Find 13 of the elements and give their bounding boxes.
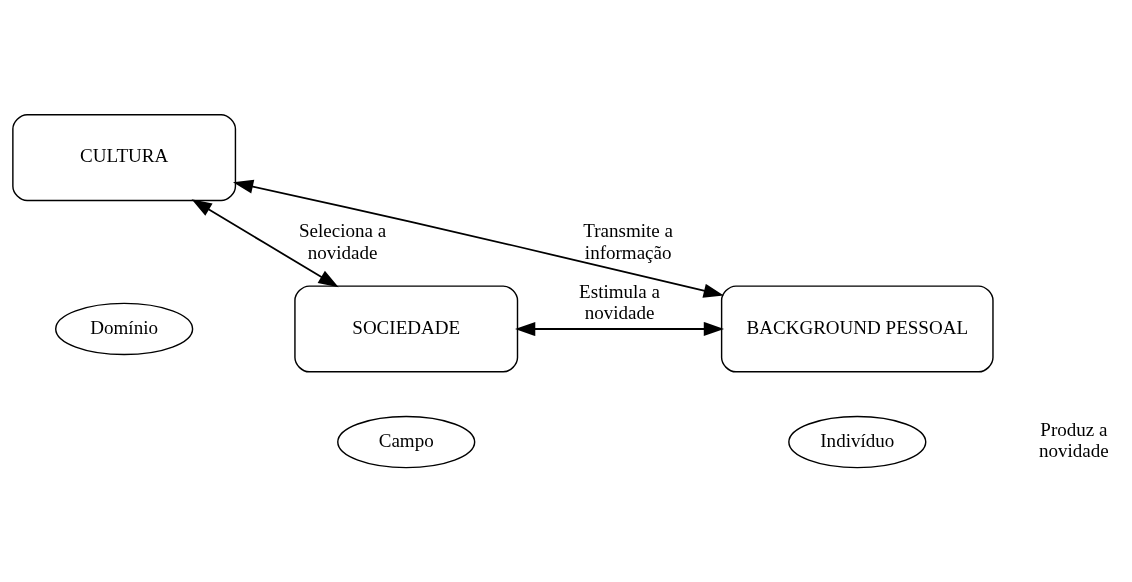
arrow — [191, 198, 339, 287]
node-ellipse: Indivíduo — [788, 415, 927, 468]
arrow — [515, 321, 725, 336]
node-box: SOCIEDADE — [294, 284, 519, 373]
label: Produz a novidade — [1039, 418, 1109, 461]
edge-label: Estimula a novidade — [579, 280, 660, 323]
edge-label: Transmite a informação — [583, 219, 674, 263]
node-box: BACKGROUND PESSOAL — [720, 284, 994, 373]
arrow — [232, 179, 724, 298]
edge-label: Seleciona a novidade — [298, 219, 387, 263]
node-box: CULTURA — [12, 113, 237, 201]
node-ellipse: Domínio — [55, 302, 194, 355]
node-ellipse: Campo — [337, 415, 476, 468]
